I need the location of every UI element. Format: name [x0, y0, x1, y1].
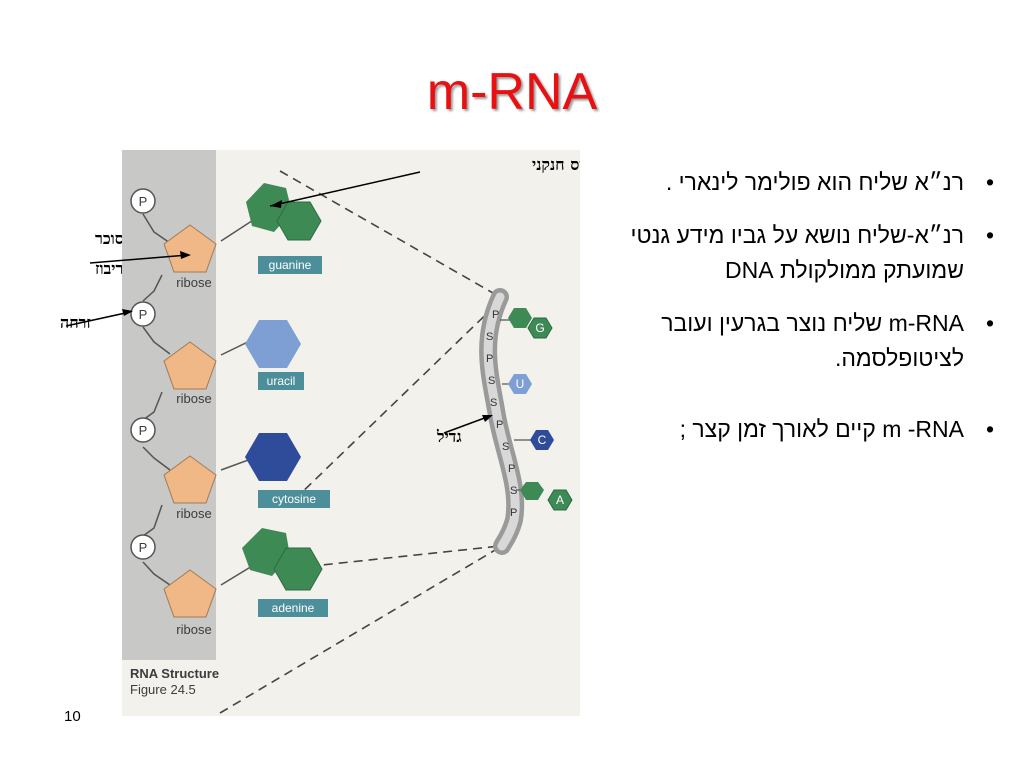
ribose-label: ribose [176, 622, 211, 637]
strand-symbols: P S P S S P S P S P [486, 309, 517, 519]
strand-s: S [490, 397, 497, 409]
guanine-tag [258, 256, 322, 274]
bullet-text: m -RNA קיים לאורך זמן קצר ; [679, 416, 964, 442]
slide-title: m-RNA [426, 63, 598, 121]
strand-p: P [486, 353, 493, 365]
arrow-head [270, 200, 282, 208]
bullet-text: רנ״א-שליח נושא על גביו מידע גנטי שמועתק … [630, 222, 964, 283]
phosphate-circle: P [130, 301, 156, 327]
guanine-base: guanine [246, 183, 322, 274]
adenine-base: adenine [242, 528, 328, 617]
strand-s: S [510, 485, 517, 497]
cytosine-tag [258, 490, 330, 508]
phosphate-circle: P [130, 534, 156, 560]
phosphate-circle: P [130, 188, 156, 214]
strand-s: S [502, 441, 509, 453]
ribose-label: ribose [176, 275, 211, 290]
bullet-item: • רנ״א-שליח נושא על גביו מידע גנטי שמועת… [600, 218, 1000, 288]
callout-phosphorus: זרחה [60, 313, 92, 332]
bullet-list: • רנ״א שליח הוא פולימר לינארי . • רנ״א-ש… [600, 165, 1000, 465]
ribose-pentagon: ribose [163, 341, 217, 406]
callout-strand: גדיל [436, 427, 462, 446]
bullet-dot-icon: • [985, 222, 994, 248]
phosphate-label: P [139, 423, 148, 438]
cytosine-label: cytosine [272, 492, 316, 506]
callout-arrow [443, 415, 491, 434]
callout-arrow [269, 171, 421, 207]
bullet-item: • רנ״א שליח הוא פולימר לינארי . [600, 165, 1000, 200]
strand-p: P [492, 309, 499, 321]
adenine-label: adenine [272, 601, 315, 615]
bullet-dot-icon: • [985, 310, 994, 336]
strand-base-u: U [516, 377, 525, 391]
phosphate-label: P [139, 307, 148, 322]
strand-base-g: G [535, 321, 544, 335]
strand-bases: G U C A [500, 308, 573, 511]
strand-s: S [488, 375, 495, 387]
bullet-text: רנ״א שליח הוא פולימר לינארי . [665, 169, 964, 195]
ribose-pentagon: ribose [163, 224, 217, 290]
rna-structure-figure: P P P P ribose ribose ribose ribose guan… [122, 150, 580, 716]
phosphate-label: P [139, 194, 148, 209]
strand-p: P [510, 507, 517, 519]
callout-nitrogen-base: בסיס חנקני [532, 155, 580, 174]
slide-number: 10 [64, 708, 81, 725]
strand-s: S [486, 331, 493, 343]
uracil-base: uracil [245, 320, 304, 390]
left-callouts: סוכר ריבוז זרחה [60, 229, 122, 332]
ribose-pentagon: ribose [163, 569, 217, 637]
ribose-label: ribose [176, 391, 211, 406]
strand-p: P [496, 419, 503, 431]
phosphate-label: P [139, 540, 148, 555]
phosphate-circle: P [130, 417, 156, 443]
strand-base-c: C [538, 433, 547, 447]
dashed-lines [219, 170, 505, 714]
strand-base-a: A [556, 493, 564, 507]
bullet-item: • m -RNA קיים לאורך זמן קצר ; [600, 412, 1000, 447]
cytosine-base: cytosine [245, 433, 330, 508]
uracil-label: uracil [267, 374, 296, 388]
rna-strand-highlight [483, 292, 520, 551]
bullet-dot-icon: • [985, 416, 994, 442]
figure-caption-title: RNA Structure [130, 666, 219, 681]
arrow-head [482, 415, 493, 422]
callout-ribose-sugar-1: סוכר [95, 229, 122, 248]
strand-p: P [508, 463, 515, 475]
guanine-label: guanine [269, 258, 312, 272]
uracil-tag [258, 372, 304, 390]
bullet-item: • m-RNA שליח נוצר בגרעין ועובר לציטופלסמ… [600, 306, 1000, 376]
figure-caption-sub: Figure 24.5 [130, 682, 196, 697]
bullet-dot-icon: • [985, 169, 994, 195]
callout-ribose-sugar-2: ריבוז [95, 259, 122, 278]
adenine-tag [258, 599, 328, 617]
ribose-pentagon: ribose [163, 455, 217, 521]
left-callout-arrows [65, 251, 191, 327]
ribose-label: ribose [176, 506, 211, 521]
bullet-text: m-RNA שליח נוצר בגרעין ועובר לציטופלסמה. [661, 310, 964, 371]
